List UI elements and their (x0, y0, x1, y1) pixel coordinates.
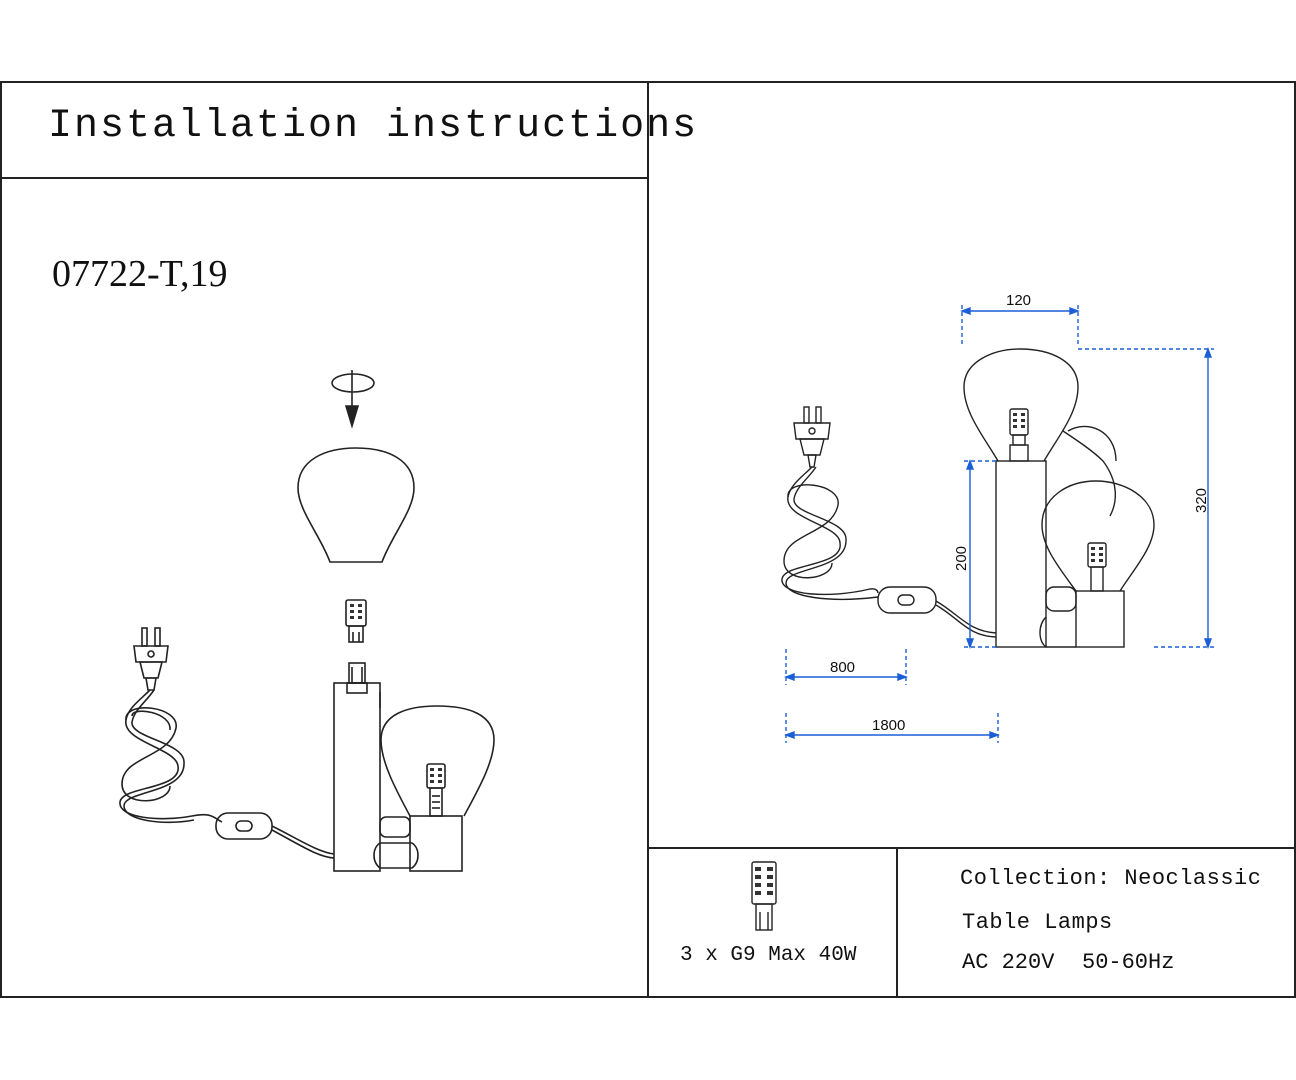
dim-cord-long (784, 713, 1000, 743)
lower-bulb-icon (1087, 542, 1107, 592)
dim-cord-long-label: 1800 (872, 717, 905, 734)
title-divider (0, 177, 648, 179)
rotate-arrow-icon (331, 370, 375, 429)
plug-icon (793, 406, 831, 468)
frequency-label: 50-60Hz (1082, 950, 1175, 975)
dim-total-height (1078, 347, 1214, 649)
collection-label: Collection: Neoclassic (960, 866, 1262, 891)
dim-total-height-label: 320 (1193, 488, 1210, 513)
back-shade-icon (1062, 430, 1116, 517)
bulb-spec: 3 x G9 Max 40W (680, 944, 857, 967)
g9-bulb-icon (751, 861, 777, 931)
power-cord-icon (119, 689, 335, 859)
inline-switch-icon (877, 586, 937, 614)
g9-bulb-icon (345, 599, 367, 643)
frame-center-divider (647, 81, 649, 998)
category-label: Table Lamps (962, 910, 1113, 935)
plug-icon (133, 627, 169, 691)
dim-top-width (960, 305, 1080, 347)
dim-column-height (964, 459, 996, 649)
top-shade-icon (963, 348, 1079, 462)
assembly-drawing (119, 370, 495, 872)
frame-left-border (0, 81, 2, 998)
dim-cord-short (784, 649, 908, 685)
dim-cord-short-label: 800 (830, 659, 855, 676)
page-title: Installation instructions (48, 104, 699, 149)
inline-switch-icon (215, 812, 273, 840)
model-number: 07722-T,19 (52, 253, 228, 295)
info-column-divider (896, 847, 898, 997)
dim-column-height-label: 200 (953, 546, 970, 571)
voltage-label: AC 220V (962, 950, 1055, 975)
power-cord-icon (781, 466, 997, 638)
glass-shade-icon (297, 447, 415, 563)
lamp-column-icon (333, 662, 381, 872)
top-bulb-icon (1009, 408, 1029, 446)
mounted-shade-icon (373, 705, 495, 872)
lower-shade-icon (1041, 480, 1155, 592)
dim-top-width-label: 120 (1006, 292, 1031, 309)
lamp-column-icon (995, 460, 1047, 648)
frame-right-border (1294, 81, 1296, 998)
dimension-drawing: 120 320 200 800 1800 (781, 292, 1214, 743)
info-divider (648, 847, 1296, 849)
